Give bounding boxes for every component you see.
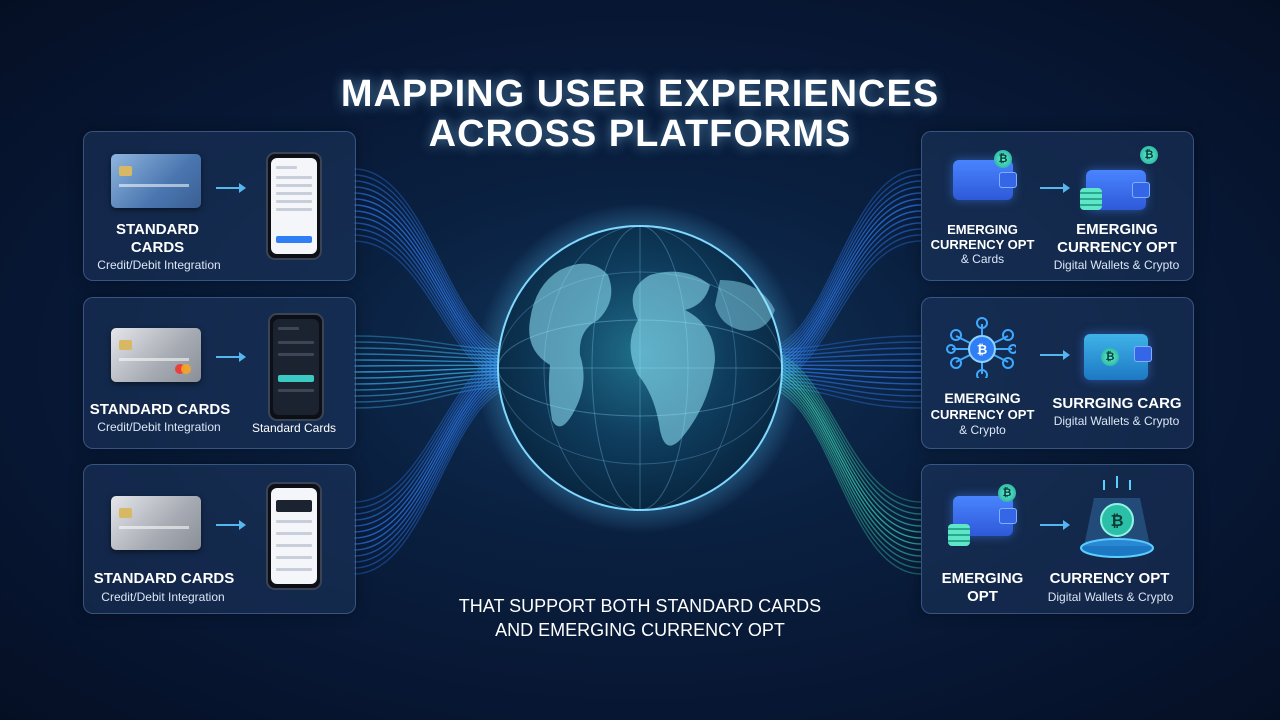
arrow-right-icon — [1040, 520, 1070, 530]
right-panel-1-right-sub: Digital Wallets & Crypto — [1053, 258, 1180, 272]
crypto-network-icon: ₿ — [946, 317, 1016, 378]
credit-card-icon — [111, 154, 201, 208]
right-panel-1-right-l2: CURRENCY OPT — [1057, 239, 1177, 256]
right-panel-3-left-l2: OPT — [967, 588, 998, 605]
arrow-right-icon — [216, 183, 246, 193]
continent-africa-europe — [630, 271, 715, 446]
crypto-coin-icon: ₿ — [1140, 146, 1158, 164]
arrow-right-icon — [1040, 350, 1070, 360]
coin-stack-icon — [948, 524, 970, 546]
right-panel-2-right-l1: SURRGING CARG — [1052, 395, 1182, 412]
svg-text:₿: ₿ — [977, 343, 988, 358]
arrow-right-icon — [216, 520, 246, 530]
credit-card-icon — [111, 496, 201, 550]
left-panel-1-title-l1: STANDARD — [115, 221, 200, 238]
crypto-coin-icon: ₿ — [994, 150, 1012, 168]
left-panel-3-title: STANDARD CARDS — [93, 570, 235, 587]
right-panel-2-left-l2: CURRENCY OPT — [930, 407, 1035, 422]
smartphone-icon — [268, 313, 324, 421]
left-panel-3-subtitle: Credit/Debit Integration — [101, 590, 225, 604]
right-panel-1-left-sub: & Cards — [960, 252, 1005, 266]
crypto-coin-icon: ₿ — [1101, 348, 1119, 366]
coin-stack-icon — [1080, 188, 1102, 210]
page-title-line1: MAPPING USER EXPERIENCES — [340, 73, 940, 115]
smartphone-icon — [266, 482, 322, 590]
left-panel-1-title-l2: CARDS — [130, 239, 185, 256]
arrow-right-icon — [1040, 183, 1070, 193]
svg-text:₿: ₿ — [1110, 511, 1123, 530]
right-panel-1-right-l1: EMERGING — [1076, 221, 1158, 238]
crypto-hologram-icon: ₿ — [1080, 476, 1154, 558]
wallet-icon — [953, 160, 1017, 200]
right-panel-2-left-l1: EMERGING — [944, 390, 1021, 406]
right-panel-3-left-l1: EMERGING — [941, 570, 1024, 587]
right-panel-3-right-sub: Digital Wallets & Crypto — [1047, 590, 1174, 604]
left-panel-2-subtitle: Credit/Debit Integration — [97, 420, 221, 434]
caption-line1: THAT SUPPORT BOTH STANDARD CARDS — [458, 596, 822, 616]
right-panel-1-left-l2: CURRENCY OPT — [930, 237, 1035, 252]
arrow-right-icon — [216, 352, 246, 362]
right-panel-2-right-sub: Digital Wallets & Crypto — [1053, 414, 1180, 428]
right-panel-2-left-sub: & Crypto — [959, 423, 1006, 437]
continent-asia — [715, 280, 775, 331]
credit-card-icon — [111, 328, 201, 382]
page-title-line2: ACROSS PLATFORMS — [428, 113, 852, 155]
right-panel-1-left-l1: EMERGING — [947, 222, 1018, 237]
globe-icon — [497, 225, 783, 511]
left-panel-2-title: STANDARD CARDS — [89, 401, 231, 418]
crypto-coin-icon: ₿ — [998, 484, 1016, 502]
right-panel-3-right-l1: CURRENCY OPT — [1049, 570, 1170, 587]
left-panel-2-phone-caption: Standard Cards — [251, 421, 337, 435]
left-panel-1-subtitle: Credit/Debit Integration — [97, 258, 221, 272]
caption-line2: AND EMERGING CURRENCY OPT — [495, 620, 785, 640]
wallet-icon — [953, 496, 1017, 536]
right-panel-2 — [921, 297, 1194, 449]
continent-americas — [529, 263, 612, 427]
smartphone-icon — [266, 152, 322, 260]
